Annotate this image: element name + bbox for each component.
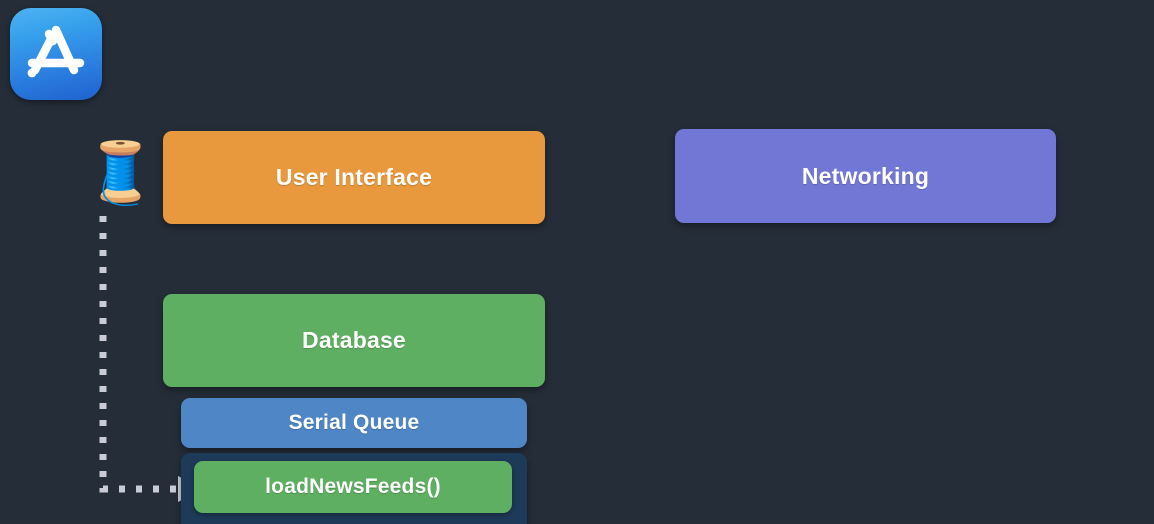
block-serial-queue[interactable]: Serial Queue [181, 398, 527, 448]
block-database[interactable]: Database [163, 294, 545, 387]
block-label: Serial Queue [288, 411, 420, 434]
block-user-interface[interactable]: User Interface [163, 131, 545, 224]
block-label: Networking [801, 162, 930, 189]
block-label: Database [302, 327, 406, 353]
thread-spool-glyph: 🧵 [83, 139, 158, 206]
thread-spool-icon: 🧵 [83, 133, 158, 213]
block-networking[interactable]: Networking [675, 129, 1056, 223]
block-label: User Interface [275, 164, 433, 190]
block-load-news-feeds[interactable]: loadNewsFeeds() [194, 461, 512, 513]
block-label: loadNewsFeeds() [265, 475, 441, 498]
app-store-icon [10, 8, 102, 100]
